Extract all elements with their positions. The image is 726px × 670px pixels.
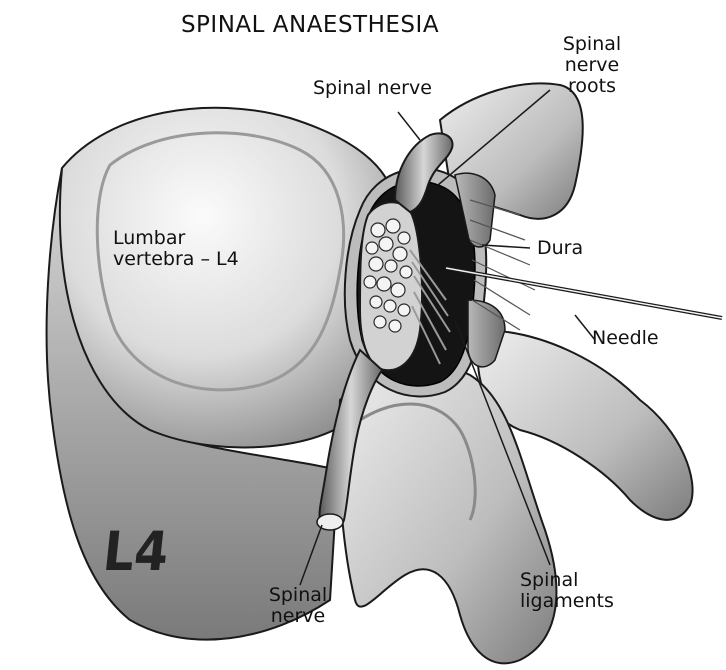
label-spinal-nerve-roots: Spinal nerve roots [552, 34, 632, 97]
label-needle: Needle [592, 328, 659, 349]
leader-spinal-nerve-top [398, 112, 420, 140]
label-dura: Dura [537, 238, 583, 259]
label-lumbar-vertebra: Lumbar vertebra – L4 [113, 228, 239, 270]
label-spinal-nerve-bottom: Spinal nerve [258, 585, 338, 627]
label-spinal-ligaments: Spinal ligaments [520, 570, 614, 612]
vertebra-level-mark: L4 [100, 520, 171, 583]
diagram-title: SPINAL ANAESTHESIA [0, 12, 620, 38]
label-spinal-nerve-top: Spinal nerve [313, 78, 432, 99]
